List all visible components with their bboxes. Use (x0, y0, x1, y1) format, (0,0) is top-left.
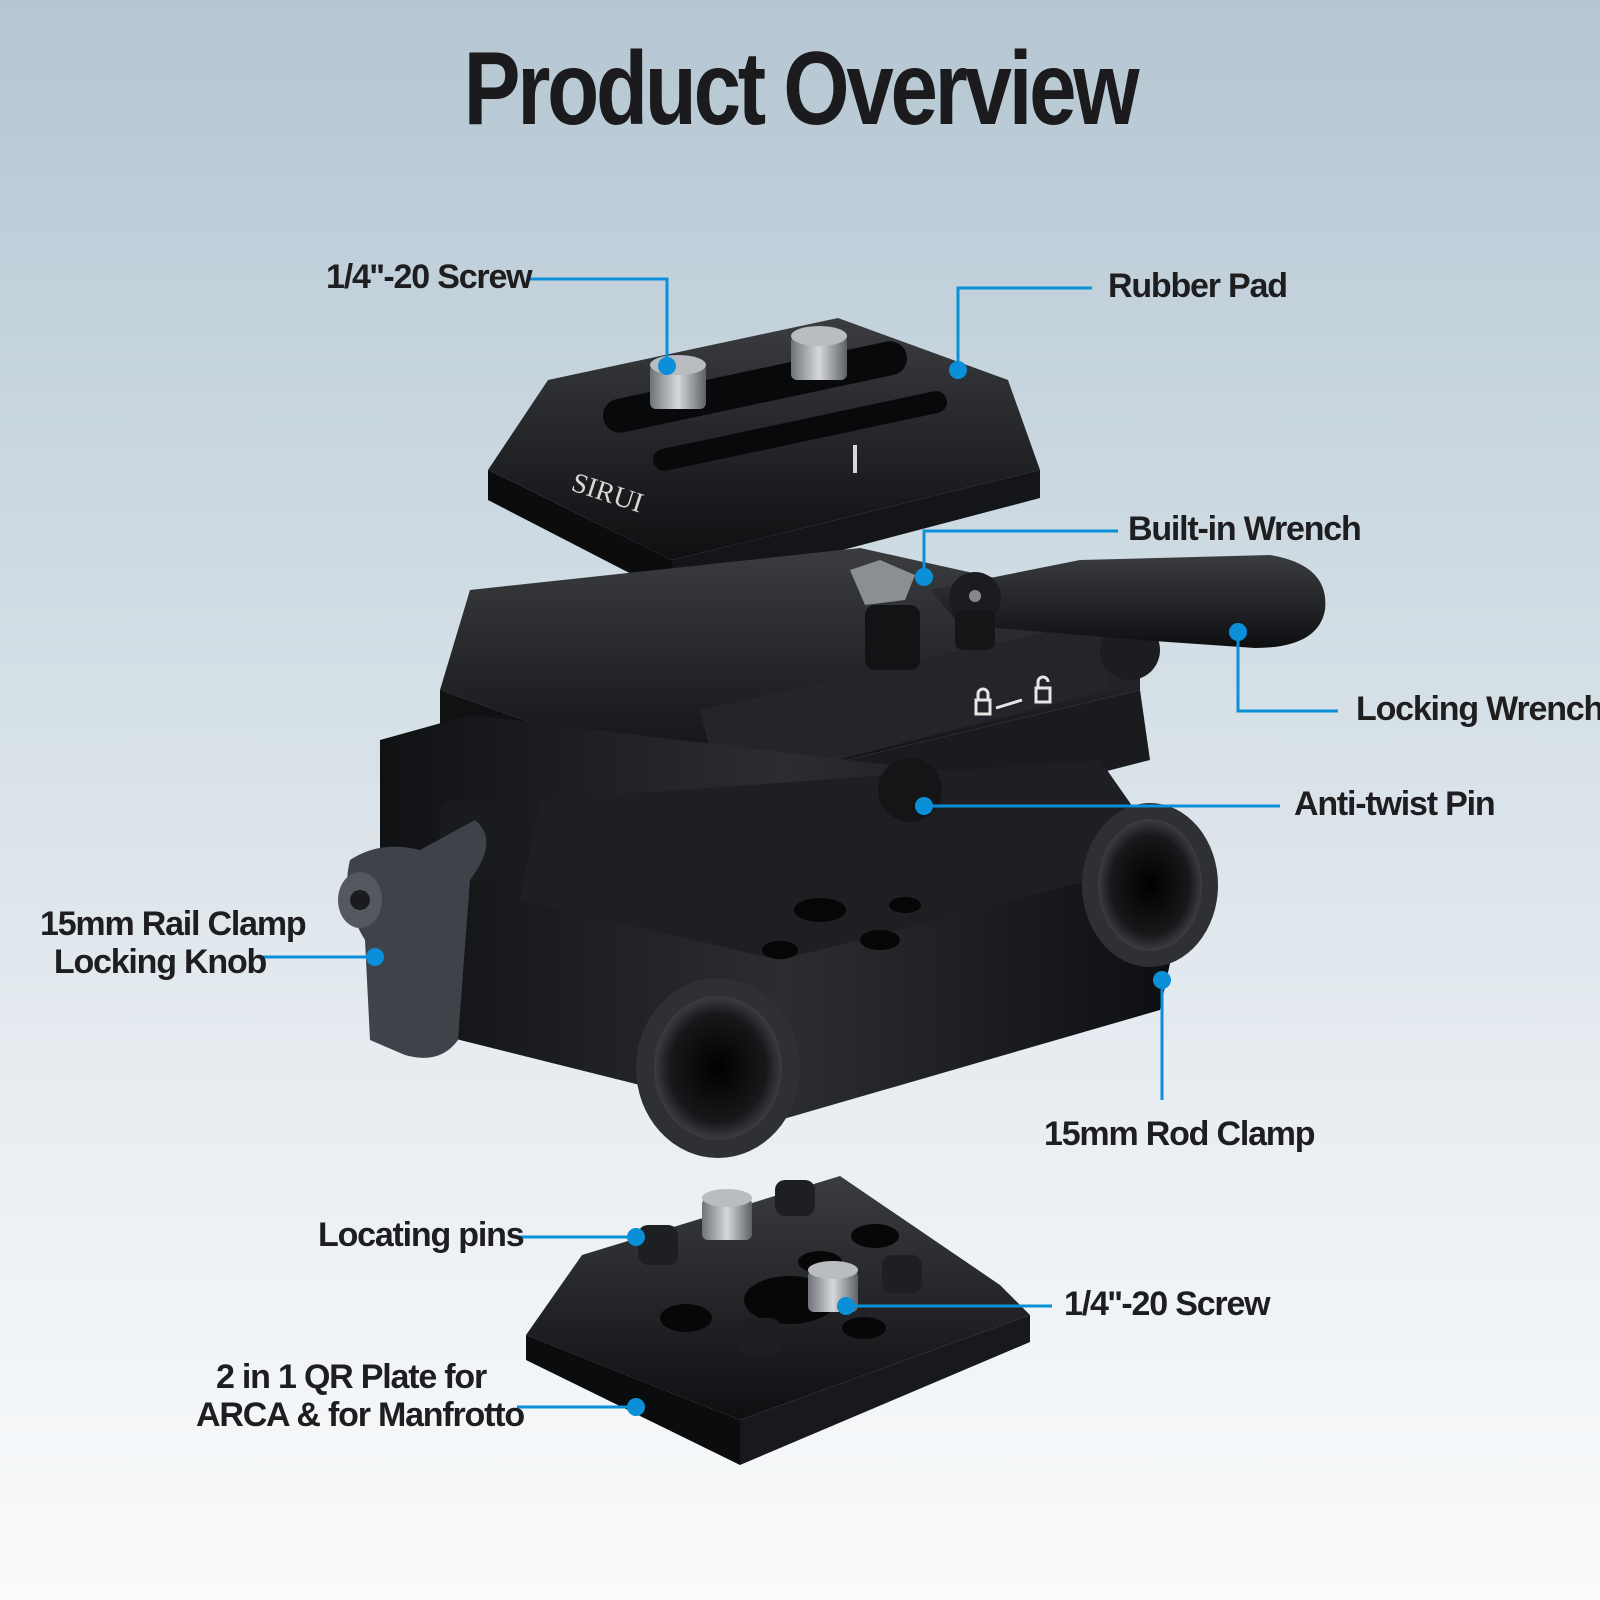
lock-to-unlock-icon (974, 675, 1052, 716)
callout-lines (257, 277, 1338, 1409)
rail-clamp-locking-knob (338, 800, 520, 1058)
label-rail-clamp-line1: 15mm Rail Clamp (40, 905, 307, 943)
label-qr-plate: 2 in 1 QR Plate for ARCA & for Manfrotto (196, 1358, 525, 1434)
top-qr-plate: SIRUI (488, 318, 1040, 595)
anti-twist-pin (878, 758, 942, 822)
callout-dots (366, 357, 1247, 1416)
bottom-qr-plate (526, 1176, 1030, 1465)
rod-clamp-tubes (636, 803, 1218, 1158)
label-rail-clamp-line2: Locking Knob (53, 943, 267, 981)
label-locking-wrench: Locking Wrench (1356, 690, 1600, 728)
label-qr-plate-line1: 2 in 1 QR Plate for (215, 1358, 487, 1396)
label-rail-clamp-knob: 15mm Rail Clamp Locking Knob (40, 905, 307, 981)
label-bottom-screw: 1/4''-20 Screw (1064, 1285, 1271, 1323)
locking-wrench (865, 555, 1326, 670)
label-built-in-wrench: Built-in Wrench (1128, 510, 1362, 548)
label-locating-pins: Locating pins (318, 1216, 525, 1254)
page-title: Product Overview (463, 31, 1140, 147)
label-top-screw: 1/4''-20 Screw (326, 258, 533, 296)
label-anti-twist-pin: Anti-twist Pin (1294, 785, 1496, 823)
label-rod-clamp: 15mm Rod Clamp (1044, 1115, 1316, 1153)
built-in-wrench (850, 560, 915, 605)
label-rubber-pad: Rubber Pad (1108, 267, 1288, 305)
label-qr-plate-line2: ARCA & for Manfrotto (196, 1396, 525, 1434)
